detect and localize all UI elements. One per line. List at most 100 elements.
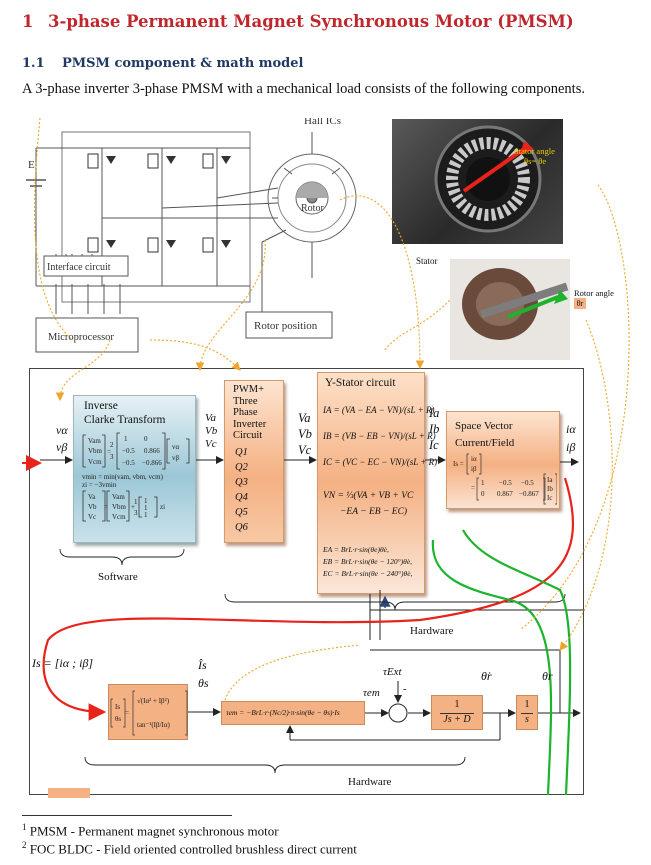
svg-text:Vbm: Vbm [88,447,103,455]
section-title: 3-phase Permanent Magnet Synchronous Mot… [48,12,574,31]
ib-label: Ib [429,422,440,436]
pwm-title-line: Circuit [233,430,263,441]
svg-text:3: 3 [110,453,114,461]
svg-text:−0.5: −0.5 [122,459,135,467]
rotor-illustration [462,268,569,340]
i-alpha-label: iα [566,422,576,436]
torque-block: τem = −BrL·r·(Nc/2)·π·sin(θe − θs)·Is [221,701,365,725]
rotor-angle-symbol: θr [574,298,586,309]
svg-text:−0.866: −0.866 [142,459,162,467]
y-stator-title: Y-Stator circuit [325,377,396,389]
pwm-title-line: Inverter [233,418,267,430]
pwm-title-line: Phase [233,407,258,418]
interface-circuit-label: Interface circuit [47,262,111,273]
vn-equation-line1: VN = ⅓(VA + VB + VC [323,491,414,501]
hardware-group-label-top: Hardware [410,625,454,637]
switch-q6: Q6 [235,522,248,533]
minus-sign-label: - [403,683,407,695]
svg-text:1: 1 [134,498,138,506]
space-vector-title-line2: Current/Field [455,437,515,449]
clarke-title-line1: Inverse [84,400,118,412]
svg-text:=: = [471,484,475,492]
svg-text:0: 0 [144,435,148,443]
v-beta-input-label: vβ [56,440,68,454]
stator-caption: Stator [416,256,438,266]
integrator-numerator: 1 [524,699,530,710]
footnote-separator [22,815,232,816]
svg-text:3: 3 [134,509,138,517]
svg-text:Vam: Vam [112,493,125,501]
magnitude-expression: √(Iα² + Iβ²) [137,697,170,705]
svg-text:=: = [104,503,108,511]
subsection-heading: 1.1 PMSM component & math model [22,56,303,71]
pwm-title-line: Three [233,395,258,407]
svg-text:Vcm: Vcm [88,458,102,466]
is-vector-expression: Is = [iα ; iβ] [32,656,94,670]
svg-text:Ic: Ic [547,494,552,502]
ea-equation: EA = BrL·r·sin(θe)θ̇e, [323,545,389,554]
svg-text:1: 1 [144,511,148,519]
tau-ext-label: τExt [383,666,402,678]
section-heading: 1 3-phase Permanent Magnet Synchronous Mo… [22,12,574,31]
eb-equation: EB = BrL·r·sin(θe − 120°)θ̇e, [323,557,413,566]
svg-text:−0.867: −0.867 [519,490,539,498]
svg-text:Vam: Vam [88,437,101,445]
svg-text:−0.5: −0.5 [122,447,135,455]
phase-voltage-labels: Va Vb Vc [205,412,217,451]
partial-block-cutoff [48,788,90,798]
source-label: E [28,159,35,171]
alpha-beta-current-labels: iα iβ [566,420,576,456]
rotor-position-label: Rotor position [254,320,318,332]
svg-text:iβ: iβ [471,465,477,473]
intro-paragraph: A 3-phase inverter 3-phase PMSM with a m… [22,81,585,97]
vn-equation-line2: −EA − EB − EC) [340,507,408,517]
svg-text:zi: zi [160,503,165,511]
svg-text:Vb: Vb [88,503,97,511]
stator-angle-label: Stator angle [514,146,555,156]
pwm-title-line: PWM+ [233,384,265,395]
rotor-photo [450,259,570,360]
microprocessor-label: Microprocessor [48,332,114,343]
svg-text:1: 1 [124,435,128,443]
subsection-title: PMSM component & math model [62,56,304,71]
vb-label: Vb [205,425,218,437]
footnote-1-text: PMSM - Permanent magnet synchronous moto… [29,823,279,839]
section-number: 1 [22,12,34,31]
svg-text:vmin = min(vam, vbm, vcm): vmin = min(vam, vbm, vcm) [82,473,164,481]
switch-q5: Q5 [235,507,248,518]
switch-list: Q1 Q2 Q3 Q4 Q5 Q6 [235,445,248,535]
torque-equation: τem = −BrL·r·(Nc/2)·π·sin(θe − θs)·Is [226,708,340,717]
pwm-inverter-block: PWM+ Three Phase Inverter Circuit Q1 Q2 … [224,380,284,543]
is-hat-label: Îs [198,658,207,672]
inverter-circuit-schematic: E Hall ICs Rotor Interface circuit Rotor… [26,118,357,353]
hardware-group-label-bottom: Hardware [348,776,392,788]
theta-r-label: θr [542,669,553,683]
switch-q4: Q4 [235,492,248,503]
software-group-label: Software [98,571,138,583]
svg-text:−0.5: −0.5 [521,479,534,487]
svg-text:iα: iα [471,455,477,463]
pwm-inverter-title: PWM+ Three Phase Inverter Circuit [233,384,266,442]
subsection-number: 1.1 [22,56,45,71]
rotor-label: Rotor [301,203,324,214]
svg-text:0.867: 0.867 [497,490,513,498]
rotor-angle-label: Rotor angle [574,288,614,298]
i-beta-label: iβ [566,440,576,454]
inverter-voltage-labels: Va Vb Vc [298,410,312,458]
footnote-1-mark: 1 [22,822,27,832]
ic-label: Ic [429,438,439,452]
footnote-2-text: FOC BLDC - Field oriented controlled bru… [29,841,357,857]
ia-label: Ia [429,406,440,420]
ic-equation: IC = (VC − EC − VN)/(sL + R) [323,457,438,467]
svg-text:Vbm: Vbm [112,503,127,511]
clarke-title-line2: Clarke Transform [84,414,166,426]
Va-label: Va [298,411,311,425]
mechanical-tf-block: 1 Js + D [431,695,483,730]
integrator-denominator: s [525,714,529,725]
Vb-label: Vb [298,427,312,441]
svg-text:Is =: Is = [453,460,464,468]
theta-r-dot-label: θ̇r [481,669,492,683]
